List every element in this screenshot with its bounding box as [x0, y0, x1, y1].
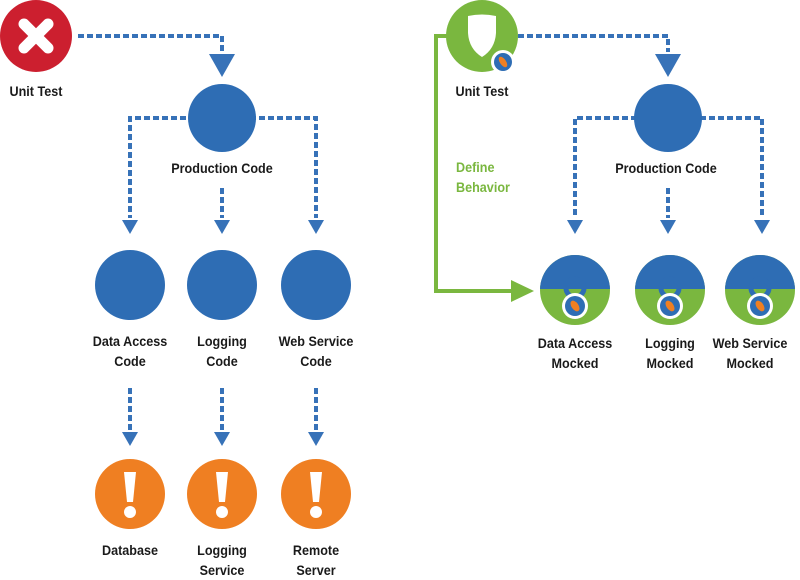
lock-icon: [747, 276, 773, 319]
left-production-code-node: [188, 84, 256, 152]
unit-test-to-production-connector: [78, 34, 224, 52]
arrowhead: [209, 54, 235, 77]
arrowhead: [754, 220, 770, 234]
production-to-data-access-connector: [128, 116, 195, 218]
production-to-data-access-mock-connector: [573, 116, 637, 218]
left-connectors: [78, 34, 318, 430]
arrowhead: [655, 54, 681, 77]
arrowhead: [660, 220, 676, 234]
unit-test-to-production-connector: [518, 34, 670, 52]
exclamation-icon: [310, 472, 322, 518]
remote-server-node: [281, 459, 351, 529]
right-arrowheads: [567, 54, 770, 234]
right-production-code-label: Production Code: [615, 160, 717, 176]
arrowhead: [214, 220, 230, 234]
x-fail-icon: [18, 18, 54, 54]
left-unit-test-label: Unit Test: [9, 83, 63, 99]
right-unit-test-label: Unit Test: [455, 83, 509, 99]
arrowhead: [122, 432, 138, 446]
left-web-service-node: [281, 250, 351, 320]
logging-mocked-node: [635, 255, 705, 325]
shield-icon: [468, 14, 496, 57]
arrowhead: [122, 220, 138, 234]
logging-service-node: [187, 459, 257, 529]
left-data-access-node: [95, 250, 165, 320]
database-node: [95, 459, 165, 529]
arrowhead: [214, 432, 230, 446]
exclamation-icon: [216, 472, 228, 518]
left-production-code-label: Production Code: [171, 160, 273, 176]
database-label: Database: [101, 542, 159, 558]
production-to-web-service-connector: [250, 116, 318, 218]
arrowhead: [308, 220, 324, 234]
data-access-mocked-node: [540, 255, 610, 325]
left-logging-node: [187, 250, 257, 320]
right-connectors: [518, 34, 764, 218]
left-unit-test-node: [0, 0, 72, 72]
arrowhead: [308, 432, 324, 446]
left-arrowheads: [122, 54, 324, 446]
right-production-code-node: [634, 84, 702, 152]
mock-badge-icon: [491, 50, 515, 74]
right-unit-test-node: [446, 0, 518, 74]
web-service-mocked-node: [725, 255, 795, 325]
lock-icon: [657, 276, 683, 319]
production-to-web-service-mock-connector: [700, 116, 764, 218]
arrowhead: [567, 220, 583, 234]
arrowhead: [511, 280, 534, 302]
lock-icon: [562, 276, 588, 319]
exclamation-icon: [124, 472, 136, 518]
